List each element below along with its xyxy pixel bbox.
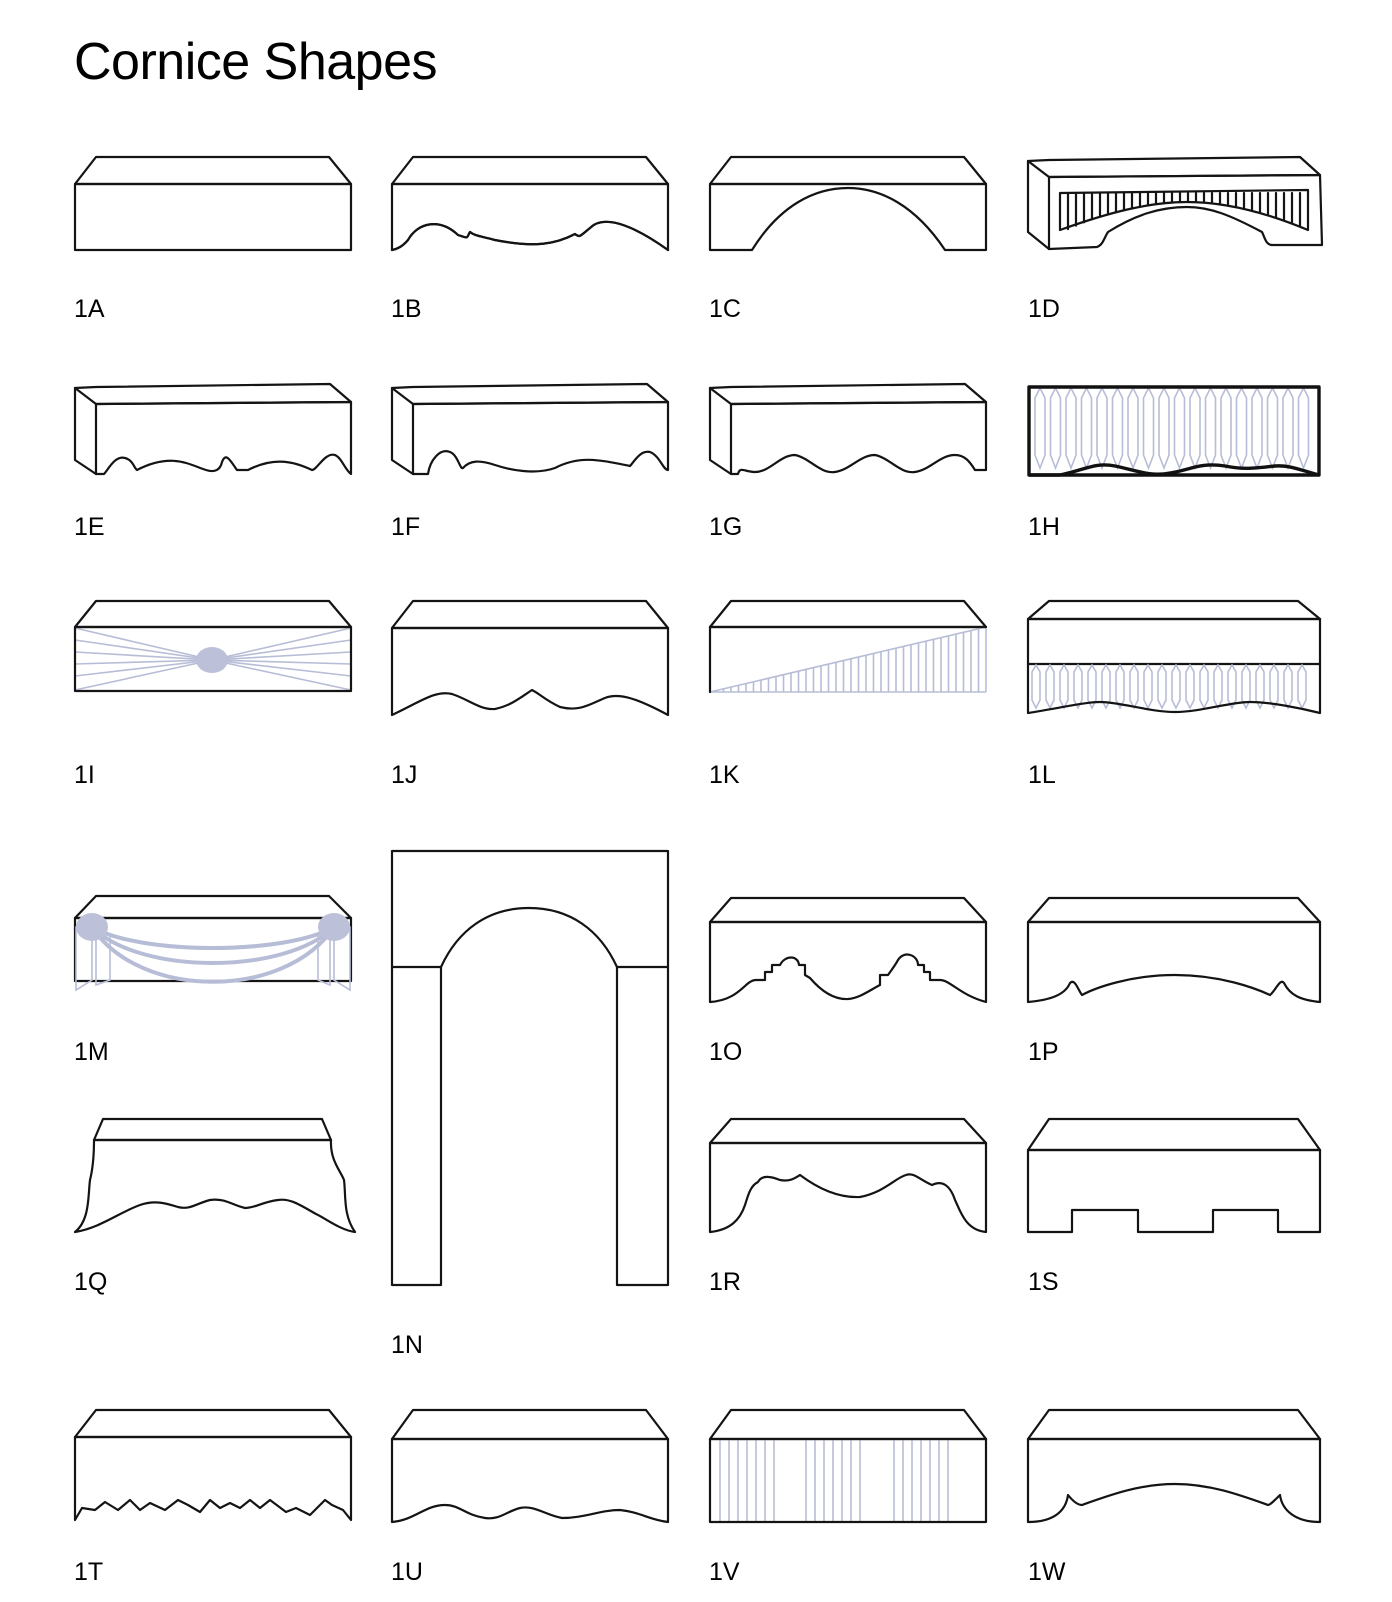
fabric-ray — [74, 659, 213, 677]
fabric-ray — [74, 659, 213, 665]
cornice-1s — [1026, 1117, 1322, 1234]
cornice-1v — [708, 1408, 988, 1524]
fabric-ray — [211, 651, 352, 661]
fabric-ray — [211, 627, 352, 661]
pleat-shape — [1204, 386, 1217, 471]
cornice-1o — [708, 896, 988, 1004]
fabric-ray — [74, 651, 213, 661]
fabric-ray — [211, 639, 352, 661]
cornice-1u — [390, 1408, 670, 1524]
shape-label-1k: 1K — [709, 761, 740, 789]
page-title: Cornice Shapes — [74, 33, 438, 91]
pleat-shape — [1087, 663, 1097, 710]
shape-label-1m: 1M — [74, 1038, 109, 1066]
shape-label-1j: 1J — [391, 761, 418, 789]
cornice-1d — [1026, 155, 1324, 251]
pleat-diagonal — [709, 626, 987, 693]
shape-label-1w: 1W — [1028, 1558, 1066, 1586]
pleat-shape — [1096, 386, 1108, 471]
pleat-shape — [1127, 386, 1139, 471]
cornice-1t — [73, 1408, 353, 1522]
pleat-shape — [1220, 386, 1232, 471]
pleat-shape — [1297, 386, 1310, 471]
pleat-shape — [1073, 663, 1083, 710]
cornice-1k — [708, 599, 988, 694]
fabric-ray — [211, 659, 352, 677]
pleat-shape — [1101, 663, 1111, 710]
shape-label-1v: 1V — [709, 1558, 740, 1586]
shape-label-1a: 1A — [74, 295, 105, 323]
pleat-shape — [1269, 663, 1279, 710]
cornice-1p — [1026, 896, 1322, 1004]
pleat-shape — [1235, 386, 1248, 471]
pleat-shape — [1213, 663, 1223, 710]
fabric-ray — [74, 639, 213, 661]
cornice-1n — [390, 849, 670, 1287]
pleat-shape — [1266, 386, 1279, 471]
cornice-1h — [1027, 385, 1321, 477]
cornice-1g — [708, 382, 988, 476]
cornice-1b — [390, 155, 670, 252]
cornice-1e — [73, 382, 353, 476]
pleat-shape — [1059, 663, 1069, 710]
shape-label-1l: 1L — [1028, 761, 1056, 789]
pleat-shape — [1045, 663, 1055, 710]
fabric-ray — [74, 659, 213, 691]
pleat-shape — [1185, 663, 1195, 710]
shape-label-1d: 1D — [1028, 295, 1060, 323]
cornice-1q — [73, 1117, 357, 1234]
pleat-shape — [1255, 663, 1265, 710]
pleat-shape — [1282, 386, 1294, 471]
pleat-shape — [1115, 663, 1125, 710]
pleat-shape — [1227, 663, 1237, 710]
shape-label-1i: 1I — [74, 761, 95, 789]
shape-label-1o: 1O — [709, 1038, 743, 1066]
pleat-shape — [1080, 386, 1093, 471]
shape-label-1f: 1F — [391, 513, 421, 541]
cornice-1a — [73, 155, 353, 252]
cornice-1r — [708, 1117, 988, 1234]
pleat-shape — [1157, 663, 1167, 710]
cornice-1w — [1026, 1408, 1322, 1524]
pleat-shape — [1297, 663, 1307, 710]
cornice-1i — [73, 599, 353, 693]
pleat-shape — [1065, 386, 1077, 471]
pleat-shape — [1049, 386, 1062, 471]
shape-label-1u: 1U — [391, 1558, 423, 1586]
pleat-shape — [1158, 386, 1170, 471]
pleat-shape — [1251, 386, 1263, 471]
shape-label-1p: 1P — [1028, 1038, 1059, 1066]
shape-label-1e: 1E — [74, 513, 105, 541]
pleat-shape — [1173, 386, 1186, 471]
pleat-shape — [1129, 663, 1139, 710]
shape-label-1t: 1T — [74, 1558, 104, 1586]
pleat-shape — [1143, 663, 1153, 710]
cornice-1m — [73, 894, 353, 992]
fabric-ray — [211, 659, 352, 691]
fabric-ray — [74, 627, 213, 661]
pleat-shape — [1034, 386, 1046, 471]
pleat-shape — [1241, 663, 1251, 710]
fabric-ray — [211, 659, 352, 665]
shape-label-1q: 1Q — [74, 1268, 108, 1296]
cornice-1l — [1026, 599, 1322, 715]
pleat-shape — [1199, 663, 1209, 710]
shape-label-1c: 1C — [709, 295, 741, 323]
pleat-shape — [1189, 386, 1201, 471]
cornice-1f — [390, 382, 670, 476]
shape-label-1g: 1G — [709, 513, 743, 541]
shape-label-1h: 1H — [1028, 513, 1060, 541]
pleat-shape — [1171, 663, 1181, 710]
shape-label-1s: 1S — [1028, 1268, 1059, 1296]
shape-label-1n: 1N — [391, 1331, 423, 1359]
shape-label-1b: 1B — [391, 295, 422, 323]
pleat-shape — [1111, 386, 1124, 471]
pleat-shape — [1031, 663, 1041, 710]
pleat-shape — [1142, 386, 1155, 471]
shape-label-1r: 1R — [709, 1268, 741, 1296]
cornice-1c — [708, 155, 988, 252]
cornice-1j — [390, 599, 670, 717]
pleat-shape — [1283, 663, 1293, 710]
